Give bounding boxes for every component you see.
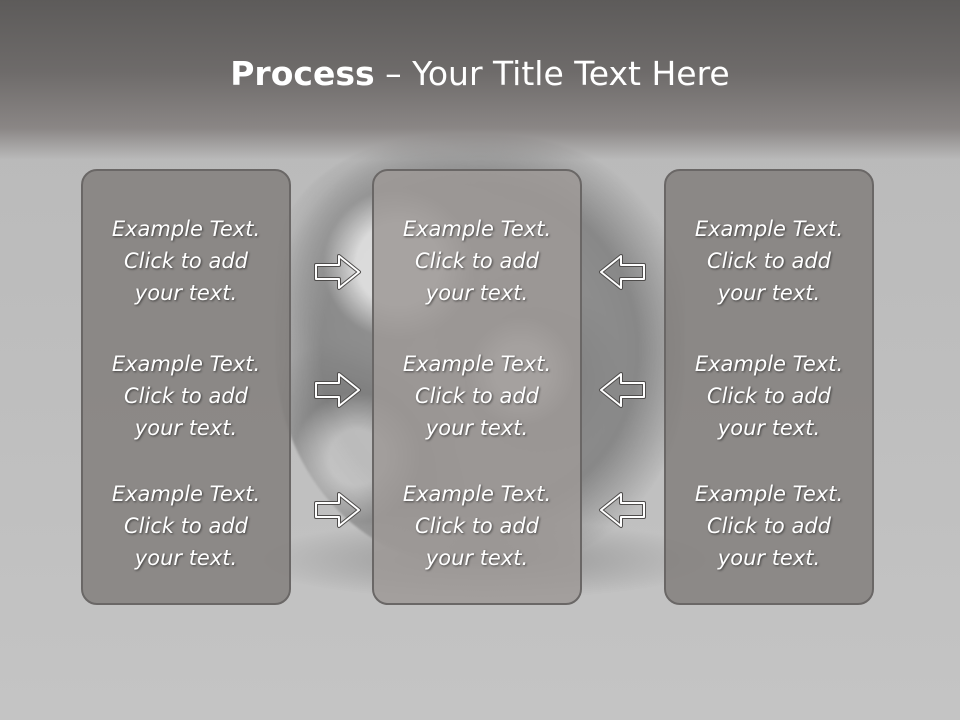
header-band	[0, 0, 960, 160]
arrow-right-icon	[313, 252, 363, 292]
arrow-right-icon	[313, 490, 363, 530]
text-placeholder[interactable]: Example Text. Click to add your text.	[694, 352, 844, 440]
text-placeholder[interactable]: Example Text. Click to add your text.	[111, 217, 261, 305]
arrow-left-icon	[597, 490, 647, 530]
text-placeholder[interactable]: Example Text. Click to add your text.	[694, 217, 844, 305]
slide-title[interactable]: Process – Your Title Text Here	[0, 52, 960, 96]
text-placeholder[interactable]: Example Text. Click to add your text.	[111, 352, 261, 440]
arrow-left-icon	[597, 252, 647, 292]
arrow-right-icon	[313, 370, 363, 410]
text-placeholder[interactable]: Example Text. Click to add your text.	[402, 352, 552, 440]
process-column-right: Example Text. Click to add your text. Ex…	[664, 169, 874, 605]
arrow-left-icon	[597, 370, 647, 410]
text-placeholder[interactable]: Example Text. Click to add your text.	[402, 217, 552, 305]
text-placeholder[interactable]: Example Text. Click to add your text.	[402, 482, 552, 570]
title-rest-part: – Your Title Text Here	[374, 54, 730, 93]
title-bold-part: Process	[230, 54, 375, 93]
process-column-left: Example Text. Click to add your text. Ex…	[81, 169, 291, 605]
text-placeholder[interactable]: Example Text. Click to add your text.	[111, 482, 261, 570]
text-placeholder[interactable]: Example Text. Click to add your text.	[694, 482, 844, 570]
process-column-middle: Example Text. Click to add your text. Ex…	[372, 169, 582, 605]
